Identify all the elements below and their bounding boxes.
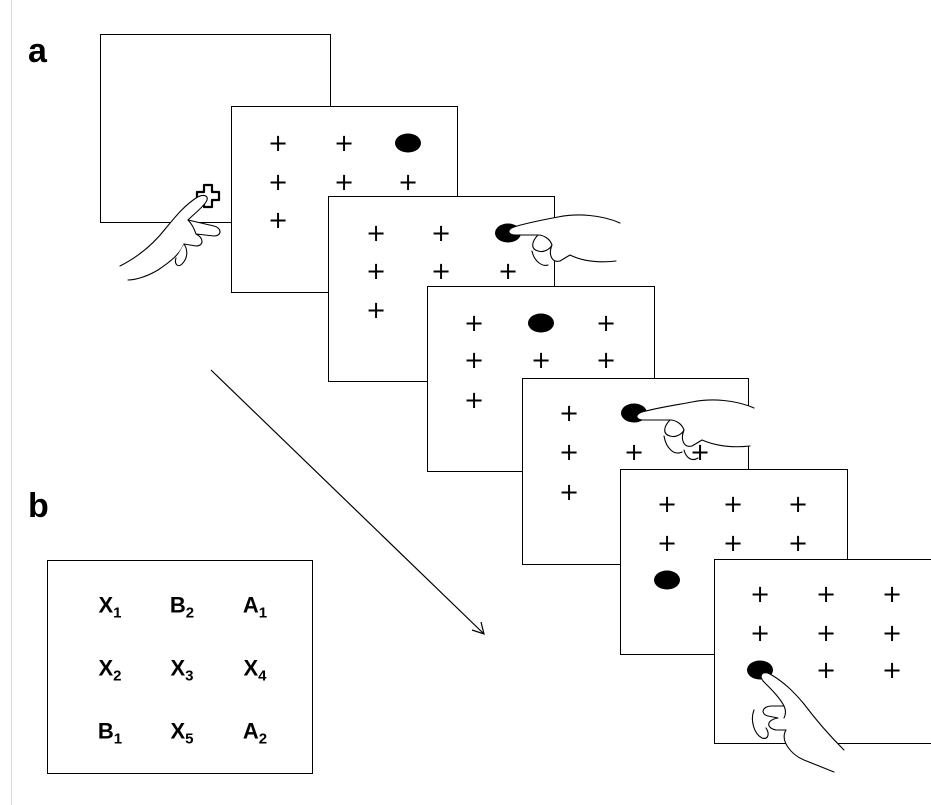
fixation-cross: +	[815, 656, 837, 684]
fixation-cross: +	[656, 529, 678, 557]
key-subscript: 5	[185, 730, 194, 748]
fixation-cross: +	[430, 219, 452, 247]
key-letter: B	[169, 592, 186, 618]
hand-touch-frame-2	[508, 214, 621, 266]
fixation-cross: +	[787, 529, 809, 557]
key-subscript: 2	[113, 667, 122, 685]
key-position-label: X2	[98, 656, 121, 685]
key-position-label: B2	[170, 593, 194, 622]
fixation-cross: +	[722, 490, 744, 518]
panel-label-a: a	[28, 32, 47, 70]
target-dot	[528, 313, 554, 333]
fixation-cross: +	[267, 206, 289, 234]
fixation-cross: +	[430, 257, 452, 285]
key-position-label: X5	[170, 719, 193, 748]
key-letter: X	[170, 718, 186, 744]
fixation-cross: +	[815, 619, 837, 647]
fixation-cross: +	[815, 580, 837, 608]
fixation-cross: +	[333, 129, 355, 157]
fixation-cross: +	[595, 309, 617, 337]
key-letter: B	[97, 718, 114, 744]
key-subscript: 1	[258, 604, 268, 622]
key-letter: X	[170, 655, 186, 681]
panel-label-b: b	[28, 487, 49, 525]
fixation-cross: +	[787, 490, 809, 518]
fixation-cross: +	[497, 257, 519, 285]
key-subscript: 2	[258, 730, 268, 748]
position-key-box	[47, 560, 313, 774]
fixation-cross: +	[623, 438, 645, 466]
fixation-cross: +	[558, 399, 580, 427]
fixation-cross: +	[656, 490, 678, 518]
outline-cross-icon	[195, 183, 221, 209]
key-letter: X	[243, 655, 259, 681]
target-dot	[395, 133, 421, 153]
key-subscript: 4	[258, 667, 267, 685]
fixation-cross: +	[267, 129, 289, 157]
fixation-cross: +	[881, 656, 903, 684]
key-subscript: 3	[185, 667, 194, 685]
fixation-cross: +	[267, 168, 289, 196]
key-letter: A	[242, 718, 259, 744]
target-dot	[654, 570, 680, 590]
key-position-label: A2	[243, 719, 267, 748]
fixation-cross: +	[463, 309, 485, 337]
fixation-cross: +	[333, 168, 355, 196]
key-position-label: X4	[243, 656, 266, 685]
fixation-cross: +	[365, 219, 387, 247]
hand-touch-frame-6	[751, 672, 845, 773]
fixation-cross: +	[881, 580, 903, 608]
key-position-label: B1	[98, 719, 122, 748]
fixation-cross: +	[749, 580, 771, 608]
key-letter: X	[98, 592, 114, 618]
fixation-cross: +	[558, 478, 580, 506]
key-subscript: 1	[113, 604, 122, 622]
fixation-cross: +	[397, 168, 419, 196]
key-position-label: X1	[98, 593, 121, 622]
fixation-cross: +	[595, 346, 617, 374]
left-border-line	[11, 0, 12, 805]
key-position-label: X3	[170, 656, 193, 685]
fixation-cross: +	[722, 529, 744, 557]
fixation-cross: +	[365, 257, 387, 285]
hand-touch-frame-4	[636, 399, 755, 461]
key-letter: X	[98, 655, 114, 681]
key-letter: A	[242, 592, 259, 618]
fixation-cross: +	[749, 619, 771, 647]
fixation-cross: +	[881, 619, 903, 647]
fixation-cross: +	[365, 296, 387, 324]
hand-touch-start	[119, 194, 221, 281]
fixation-cross: +	[558, 438, 580, 466]
key-subscript: 1	[113, 730, 123, 748]
fixation-cross: +	[463, 346, 485, 374]
fixation-cross: +	[530, 346, 552, 374]
key-position-label: A1	[243, 593, 267, 622]
key-subscript: 2	[185, 604, 195, 622]
fixation-cross: +	[463, 386, 485, 414]
